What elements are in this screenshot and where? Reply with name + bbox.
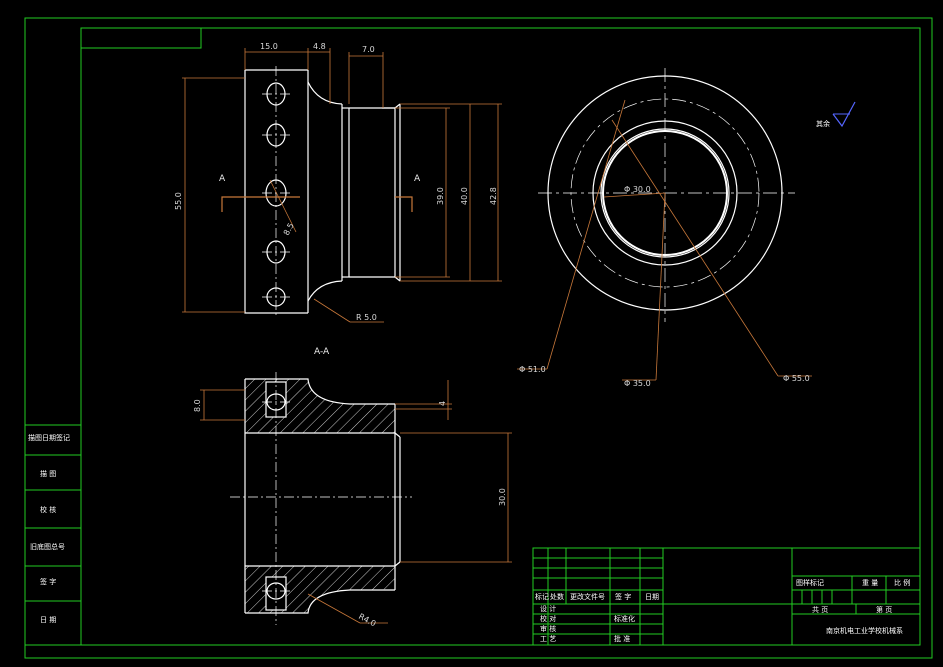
rev-header-3: 更改文件号 (570, 592, 605, 601)
strip-label-2: 描 图 (40, 469, 56, 478)
stage-mark-label: 图样标记 (796, 578, 824, 587)
rev-header-4: 签 字 (615, 592, 631, 601)
roughness-check-icon (832, 101, 856, 128)
front-view: A A 15.0 4.8 7.0 5 (174, 42, 502, 323)
strip-label-5: 签 字 (40, 577, 56, 586)
strip-label-4: 旧底图总号 (30, 542, 65, 551)
school-name: 南京机电工业学校机械系 (826, 626, 903, 635)
section-mark-right: A (414, 174, 421, 184)
sign-row-4: 工 艺 (540, 635, 556, 643)
weight-label: 重 量 (862, 579, 878, 587)
side-view: Φ 30.0 Φ 51.0 Φ 35.0 Φ 55.0 (517, 68, 812, 388)
dim-40: 40.0 (460, 187, 469, 205)
sheet-total-label: 共 页 (812, 605, 828, 614)
section-title: A-A (314, 347, 330, 357)
dim-sec-30: 30.0 (498, 488, 507, 506)
strip-label-3: 校 核 (40, 505, 56, 514)
strip-label-6: 日 期 (40, 616, 56, 624)
dim-circle-30: Φ 30.0 (624, 185, 651, 194)
sign-row-2: 校 对 (540, 614, 556, 623)
dim-circle-35: Φ 35.0 (624, 379, 651, 388)
dim-15: 15.0 (260, 42, 278, 51)
strip-label-1: 描图日期签记 (28, 433, 70, 442)
dim-r5: R 5.0 (356, 313, 377, 322)
section-view: A-A (193, 347, 512, 628)
dim-42-8: 42.8 (489, 187, 498, 205)
roughness-symbol: 其余 (816, 101, 856, 128)
sign-row-5: 标准化 (614, 614, 635, 623)
dim-7: 7.0 (362, 45, 375, 54)
dim-circle-55: Φ 55.0 (783, 374, 810, 383)
dim-sec-4: 4 (438, 401, 447, 406)
roughness-text: 其余 (816, 119, 830, 128)
sign-row-1: 设 计 (540, 604, 556, 613)
sign-row-3: 审 核 (540, 624, 556, 633)
scale-label: 比 例 (894, 578, 910, 587)
dim-4-8: 4.8 (313, 42, 326, 51)
dim-hole: 8.5 (282, 221, 296, 236)
rev-header-1: 标记 (535, 592, 549, 601)
dim-circle-51: Φ 51.0 (519, 365, 546, 374)
dim-39: 39.0 (436, 187, 445, 205)
sign-row-6: 批 准 (614, 634, 630, 643)
dim-sec-8: 8.0 (193, 399, 202, 412)
sheet-no-label: 第 页 (876, 605, 892, 614)
rev-header-5: 日期 (645, 593, 659, 601)
rev-header-2: 处数 (550, 592, 564, 601)
drawing-frame (24, 17, 933, 659)
title-block: 标记 处数 更改文件号 签 字 日期 设 计 校 对 审 核 工 艺 标准化 批… (532, 547, 921, 646)
section-mark-left: A (219, 174, 226, 184)
left-strip: 描图日期签记 描 图 校 核 旧底图总号 签 字 日 期 (24, 424, 82, 646)
dim-55: 55.0 (174, 192, 183, 210)
dim-sec-r4: R4.0 (357, 612, 377, 629)
